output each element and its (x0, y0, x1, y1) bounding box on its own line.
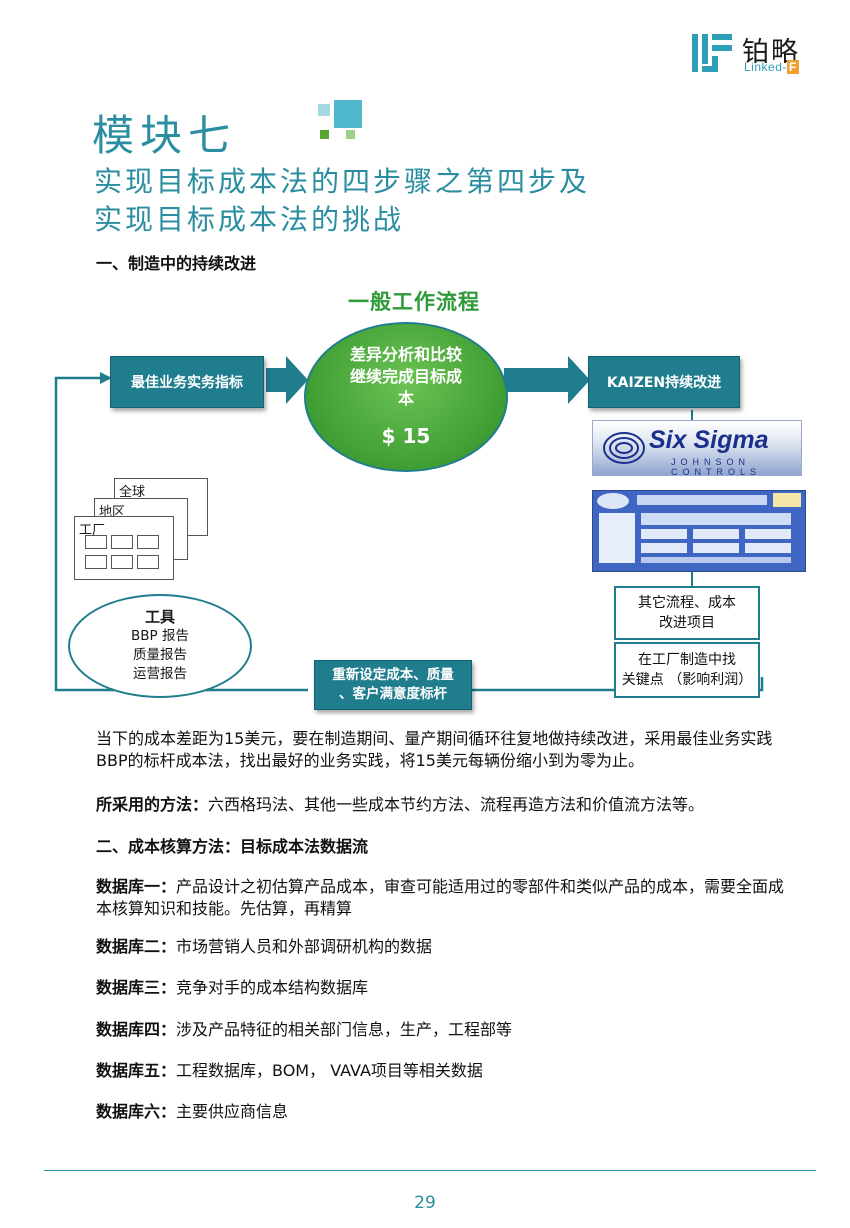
tool-item: 运营报告 (133, 666, 187, 682)
module-title: 模块七 (92, 111, 237, 160)
factory-keypoint-line-1: 在工厂制造中找 (637, 652, 736, 668)
database-label: 数据库三： (96, 978, 177, 997)
subtitle-line-2: 实现目标成本法的挑战 (94, 203, 405, 236)
subtitle-line-1: 实现目标成本法的四步骤之第四步及 (94, 165, 591, 198)
card-factory: 工厂 (74, 516, 174, 580)
reset-line-1: 重新设定成本、质量 (332, 667, 454, 683)
method-paragraph: 所采用的方法：六西格玛法、其他一些成本节约方法、流程再造方法和价值流方法等。 (96, 794, 786, 816)
process-chart-image (592, 490, 806, 572)
best-practice-box: 最佳业务实务指标 (110, 356, 264, 408)
decor-square (320, 130, 329, 139)
center-line-1: 差异分析和比较 (349, 345, 462, 364)
center-line-3: 本 (397, 389, 414, 408)
grid-cell (111, 535, 133, 549)
decor-square (318, 104, 330, 116)
kaizen-box: KAIZEN持续改进 (588, 356, 740, 408)
diagram-arrows (54, 356, 764, 692)
other-projects-line-1: 其它流程、成本 (638, 595, 736, 611)
database-item: 数据库二：市场营销人员和外部调研机构的数据 (96, 936, 786, 958)
footer-divider (44, 1170, 816, 1171)
database-text: 涉及产品特征的相关部门信息，生产，工程部等 (176, 1020, 513, 1039)
decor-square (346, 130, 355, 139)
other-projects-line-2: 改进项目 (659, 615, 715, 631)
johnson-controls-text: JOHNSON CONTROLS (671, 457, 762, 477)
process-chart-icon (593, 491, 805, 571)
section-heading: 一、制造中的持续改进 (96, 254, 257, 273)
logo-subtext: Linked-F (744, 60, 799, 74)
kaizen-label: KAIZEN持续改进 (606, 375, 722, 391)
tool-item: 质量报告 (133, 647, 187, 663)
database-item: 数据库四：涉及产品特征的相关部门信息，生产，工程部等 (96, 1019, 786, 1041)
method-label: 所采用的方法： (96, 795, 209, 814)
six-sigma-logo: Six Sigma JOHNSON CONTROLS (592, 420, 802, 477)
database-item: 数据库五：工程数据库，BOM， VAVA项目等相关数据 (96, 1060, 786, 1082)
logo-icon (692, 34, 732, 72)
other-projects-box: 其它流程、成本 改进项目 (614, 586, 760, 640)
database-text: 工程数据库，BOM， VAVA项目等相关数据 (176, 1061, 483, 1080)
center-amount: $ 15 (381, 424, 431, 448)
grid-cell (85, 535, 107, 549)
page-number: 29 (414, 1193, 436, 1213)
database-label: 数据库四： (96, 1020, 177, 1039)
database-item: 数据库六：主要供应商信息 (96, 1101, 786, 1123)
center-line-2: 继续完成目标成 (349, 367, 462, 386)
tools-heading: 工具 (144, 608, 175, 626)
database-item: 数据库三：竞争对手的成本结构数据库 (96, 977, 786, 999)
method-text: 六西格玛法、其他一些成本节约方法、流程再造方法和价值流方法等。 (208, 795, 705, 814)
reset-benchmark-box: 重新设定成本、质量 、客户满意度标杆 (314, 660, 472, 710)
reset-line-2: 、客户满意度标杆 (339, 686, 447, 702)
variance-analysis-ellipse: 差异分析和比较 继续完成目标成 本 $ 15 (304, 322, 508, 472)
tool-item: BBP 报告 (131, 628, 189, 644)
database-label: 数据库一： (96, 877, 177, 896)
six-sigma-swirl-icon (603, 432, 645, 464)
grid-cell (137, 555, 159, 569)
database-label: 数据库二： (96, 937, 177, 956)
database-label: 数据库五： (96, 1061, 177, 1080)
grid-cell (137, 535, 159, 549)
factory-keypoint-box: 在工厂制造中找 关键点 （影响利润） (614, 642, 760, 698)
grid-cell (111, 555, 133, 569)
section-heading-2: 二、成本核算方法：目标成本法数据流 (96, 837, 369, 856)
database-text: 主要供应商信息 (176, 1102, 289, 1121)
six-sigma-text: Six Sigma (649, 426, 769, 454)
best-practice-label: 最佳业务实务指标 (131, 375, 243, 391)
tools-ellipse: 工具 BBP 报告 质量报告 运营报告 (68, 594, 252, 698)
database-item: 数据库一：产品设计之初估算产品成本，审查可能适用过的零部件和类似产品的成本，需要… (96, 876, 786, 920)
factory-keypoint-line-2: 关键点 （影响利润） (621, 672, 753, 688)
workflow-diagram: 一般工作流程 最佳业务实务指标 差异分析和比较 继续完成目标成 本 $ 15 K… (42, 282, 810, 712)
database-text: 市场营销人员和外部调研机构的数据 (176, 937, 433, 956)
database-text: 竞争对手的成本结构数据库 (176, 978, 369, 997)
database-text: 产品设计之初估算产品成本，审查可能适用过的零部件和类似产品的成本，需要全面成本核… (96, 877, 785, 918)
database-label: 数据库六： (96, 1102, 177, 1121)
decor-square (334, 100, 362, 128)
grid-cell (85, 555, 107, 569)
paragraph-cost-gap: 当下的成本差距为15美元，要在制造期间、量产期间循环往复地做持续改进，采用最佳业… (96, 729, 773, 770)
diagram-title: 一般工作流程 (348, 290, 480, 314)
